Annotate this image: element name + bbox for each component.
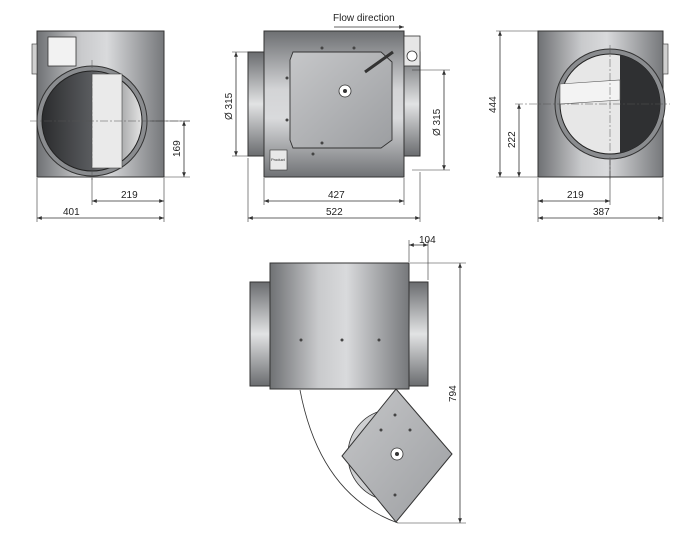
front-bracket-left [31, 43, 38, 75]
side-outlet-ring [402, 51, 421, 157]
side-label-plate [269, 149, 288, 171]
open-dimensions: 104 794 [398, 235, 466, 524]
side-lever [364, 50, 394, 74]
rear-bracket-right [662, 43, 669, 75]
side-screw-2 [352, 46, 356, 50]
side-label-text: Product [271, 157, 286, 162]
side-actuator-knob [406, 50, 418, 62]
side-screw-6 [285, 118, 289, 122]
open-housing-screw-3 [299, 338, 303, 342]
rear-center-height-label: 222 [507, 131, 518, 148]
open-housing [269, 262, 410, 390]
side-motor-panel [289, 51, 393, 149]
rear-width-label: 387 [593, 207, 610, 218]
rear-height-label: 444 [488, 96, 499, 113]
front-center-height-label: 169 [172, 140, 183, 157]
open-panel-hub-dot [395, 452, 399, 456]
side-view: Product [247, 30, 421, 178]
flow-direction-indicator: Flow direction [333, 13, 404, 29]
open-housing-screw-2 [377, 338, 381, 342]
side-dimensions: Ø 315 Ø 315 427 522 [224, 51, 450, 222]
rear-dimensions: 444 222 219 387 [488, 30, 664, 222]
open-panel-screw-1 [393, 413, 397, 417]
front-label-plate [47, 36, 77, 67]
open-outlet-ring [407, 281, 429, 387]
side-overall-length-label: 522 [326, 207, 343, 218]
side-screw-3 [320, 141, 324, 145]
open-panel-screw-4 [408, 428, 412, 432]
rear-fan-shadow [620, 55, 661, 153]
side-screw-1 [320, 46, 324, 50]
open-panel-screw-3 [379, 428, 383, 432]
open-housing-screw-1 [340, 338, 344, 342]
side-inlet-ring [247, 51, 265, 157]
rear-impeller [559, 79, 621, 105]
side-inlet-dia-label: Ø 315 [224, 92, 235, 120]
side-body-length-label: 427 [328, 190, 345, 201]
side-motor-hub-dot [343, 89, 347, 93]
front-offset-label: 219 [121, 190, 138, 201]
front-dimensions: 401 219 169 [36, 120, 190, 222]
open-flange-depth-label: 104 [419, 235, 436, 246]
side-screw-4 [311, 152, 315, 156]
side-outlet-dia-label: Ø 315 [432, 108, 443, 136]
side-screw-5 [285, 76, 289, 80]
rear-view [515, 30, 670, 180]
open-height-label: 794 [448, 385, 459, 402]
front-width-label: 401 [63, 207, 80, 218]
open-panel-screw-2 [393, 493, 397, 497]
open-swing-arc [299, 389, 399, 524]
open-service-view [249, 262, 453, 524]
rear-offset-label: 219 [567, 190, 584, 201]
open-inlet-ring [249, 281, 271, 387]
flow-direction-label: Flow direction [333, 13, 395, 24]
front-view [30, 30, 190, 180]
